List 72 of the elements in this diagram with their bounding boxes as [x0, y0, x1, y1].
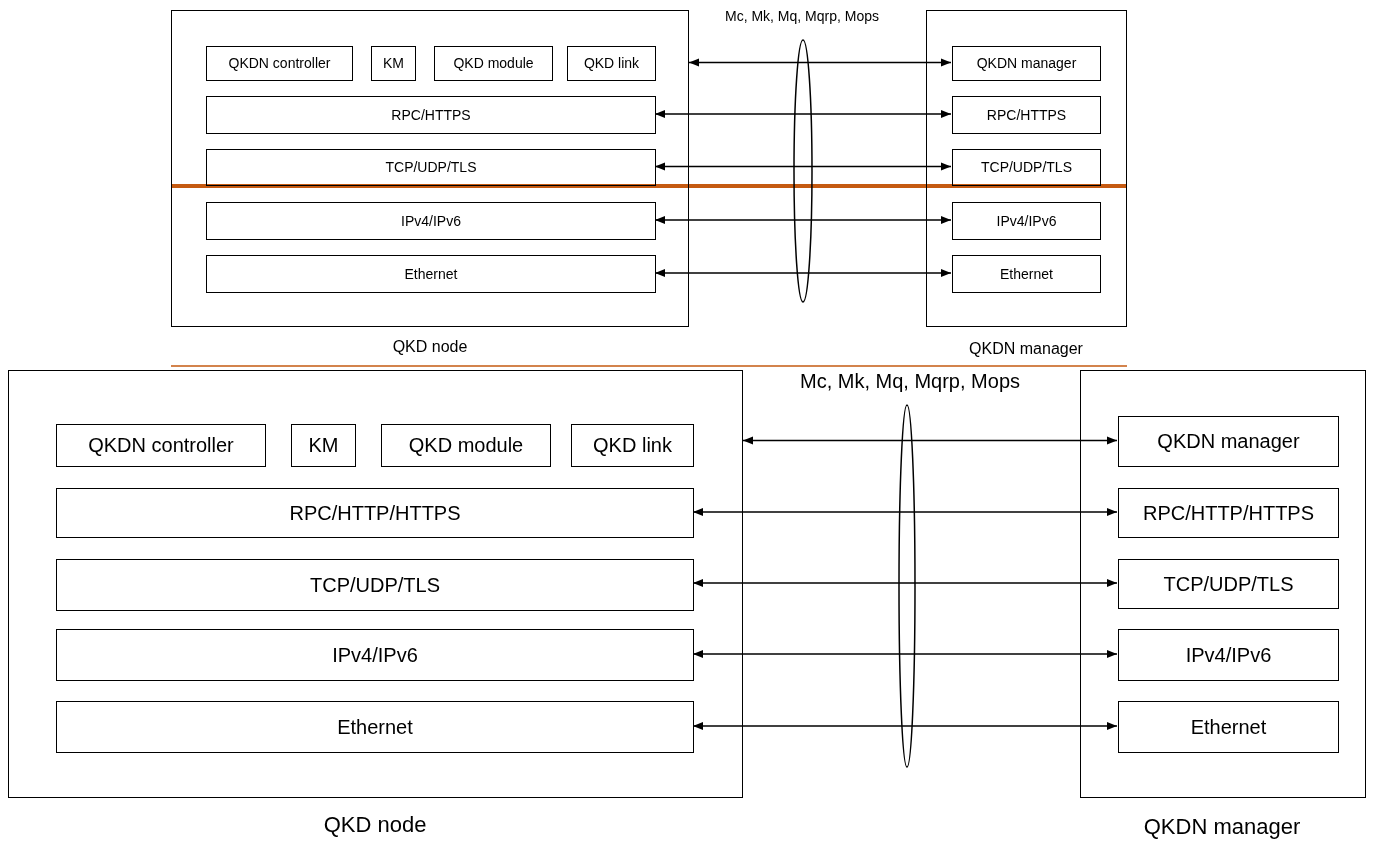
layer-label: QKDN manager [976, 55, 1077, 72]
node-frame [926, 10, 1127, 327]
layer-label: IPv4/IPv6 [401, 212, 461, 230]
node-caption: QKD node [392, 338, 468, 356]
layer-label: TCP/UDP/TLS [385, 159, 477, 176]
layer-label: KM [308, 434, 339, 457]
double-arrow [692, 578, 1118, 588]
layer-box [1118, 416, 1339, 467]
node-frame [1080, 370, 1366, 798]
layer-label: TCP/UDP/TLS [1163, 572, 1294, 596]
layer-label: QKDN controller [228, 55, 331, 72]
layer-box [1118, 559, 1339, 609]
double-arrow [654, 162, 952, 171]
layer-label: RPC/HTTPS [986, 106, 1067, 124]
layer-box [56, 629, 694, 681]
layer-box [56, 559, 694, 611]
layer-label: Ethernet [404, 265, 458, 283]
node-frame [8, 370, 743, 798]
double-arrow [654, 268, 952, 278]
layer-box [952, 149, 1101, 186]
layer-label: IPv4/IPv6 [996, 212, 1057, 230]
layer-box [1118, 488, 1339, 538]
layer-box [567, 46, 656, 81]
layer-box [1118, 701, 1339, 753]
layer-box [206, 96, 656, 134]
node-caption: QKDN manager [1143, 814, 1301, 840]
interface-label: Mc, Mk, Mq, Mqrp, Mops [725, 8, 879, 24]
layer-label: QKD module [408, 434, 524, 457]
layer-box [371, 46, 416, 81]
double-arrow [742, 436, 1118, 445]
layer-label: QKDN controller [88, 434, 234, 457]
layer-box [56, 424, 266, 467]
layer-box [571, 424, 694, 467]
node-caption: QKDN manager [969, 340, 1083, 358]
layer-box [206, 255, 656, 293]
layer-label: RPC/HTTP/HTTPS [1142, 501, 1315, 525]
layer-label: Ethernet [1000, 265, 1053, 283]
layer-box [952, 255, 1101, 293]
double-arrow [654, 215, 952, 225]
layer-box [291, 424, 356, 467]
double-arrow [692, 721, 1118, 731]
layer-label: IPv4/IPv6 [1185, 643, 1272, 667]
double-arrow [692, 507, 1118, 517]
layer-box [952, 46, 1101, 81]
layer-box [952, 96, 1101, 134]
layer-box [56, 488, 694, 538]
layer-label: Ethernet [1190, 715, 1267, 739]
layer-box [381, 424, 551, 467]
double-arrow [688, 58, 952, 67]
interface-label: Mc, Mk, Mq, Mqrp, Mops [800, 369, 1020, 393]
layer-box [434, 46, 553, 81]
node-caption: QKD node [323, 812, 427, 838]
layer-label: QKD link [593, 434, 672, 457]
layer-label: RPC/HTTP/HTTPS [289, 501, 461, 525]
double-arrow [692, 649, 1118, 659]
layer-box [56, 701, 694, 753]
layer-box [1118, 629, 1339, 681]
layer-box [206, 202, 656, 240]
layer-box [206, 46, 353, 81]
layer-label: Ethernet [337, 715, 413, 739]
layer-label: IPv4/IPv6 [332, 643, 418, 667]
layer-label: TCP/UDP/TLS [310, 573, 440, 597]
layer-label: QKD module [453, 55, 534, 72]
layer-label: QKD link [583, 55, 640, 72]
layer-label: QKDN manager [1157, 430, 1300, 453]
layer-box [952, 202, 1101, 240]
node-frame [171, 10, 689, 327]
layer-box [206, 149, 656, 186]
layer-label: RPC/HTTPS [391, 106, 471, 124]
layer-label: TCP/UDP/TLS [981, 159, 1072, 176]
layer-label: KM [383, 55, 404, 72]
double-arrow [654, 109, 952, 119]
